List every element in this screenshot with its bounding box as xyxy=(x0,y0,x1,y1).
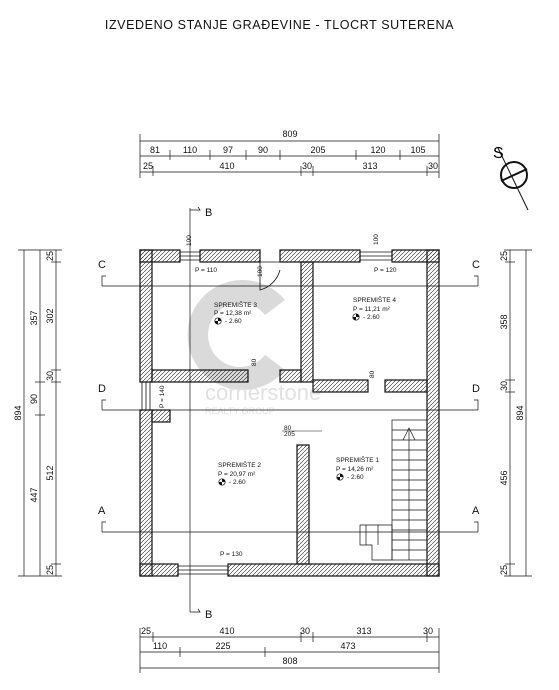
level-marker-icon xyxy=(214,317,222,325)
bottom-dim-4: 313 xyxy=(356,626,371,636)
bottom-dim-2: 410 xyxy=(219,626,234,636)
left-dim-outer-2: 90 xyxy=(29,394,39,404)
right-dim-inner-4: 456 xyxy=(499,470,509,485)
top-dim-6: 120 xyxy=(370,145,385,155)
left-dim-inner-2: 302 xyxy=(45,308,55,323)
door-swing xyxy=(259,261,281,291)
top-dim-8: 25 xyxy=(143,161,153,171)
room-level: - 2.60 xyxy=(229,479,246,486)
top-dim-11: 313 xyxy=(362,161,377,171)
section-label-d-right: D xyxy=(472,383,480,395)
bottom-dim-6: 110 xyxy=(153,641,167,651)
watermark: cornerstone REALTY GROUP xyxy=(187,280,321,416)
window-label-4: P = 130 xyxy=(220,551,243,558)
top-dim-12: 30 xyxy=(428,161,438,171)
left-dim-outer-3: 447 xyxy=(29,487,39,502)
top-dim-7: 105 xyxy=(410,145,425,155)
window-label-3: P = 140 xyxy=(159,385,166,408)
bottom-dim-5: 30 xyxy=(423,626,433,636)
room-name: SPREMIŠTE 3 xyxy=(214,300,257,309)
bottom-dim-total: 808 xyxy=(282,656,297,666)
right-dim-inner-1: 25 xyxy=(499,251,509,261)
door-dim-mid2: 205 xyxy=(284,431,295,438)
north-arrow-icon: S xyxy=(493,145,529,211)
door-dim-top: 100 xyxy=(257,266,264,277)
right-dimensions xyxy=(504,249,532,577)
room-name: SPREMIŠTE 2 xyxy=(218,460,261,469)
left-dim-inner-3: 30 xyxy=(45,371,55,381)
top-dim-5: 205 xyxy=(310,145,325,155)
bottom-dim-7: 225 xyxy=(215,641,230,651)
compass-letter: S xyxy=(493,145,504,162)
room-name: SPREMIŠTE 1 xyxy=(336,455,379,464)
top-dim-10: 30 xyxy=(302,161,312,171)
level-marker-icon xyxy=(218,478,226,486)
right-dim-inner-5: 25 xyxy=(499,565,509,575)
top-dim-3: 97 xyxy=(223,145,233,155)
section-label-b-bottom: B xyxy=(205,609,212,621)
top-dim-4: 90 xyxy=(258,145,268,155)
door-dim-mid: 80 xyxy=(284,425,292,432)
room-area: P = 20,97 m² xyxy=(218,471,256,478)
plan-title: IZVEDENO STANJE GRAĐEVINE - TLOCRT SUTER… xyxy=(104,18,455,32)
bottom-dim-3: 30 xyxy=(300,626,310,636)
door-dim-1: 80 xyxy=(251,358,258,366)
left-dim-inner-5: 25 xyxy=(45,565,55,575)
right-dim-inner-3: 30 xyxy=(499,381,509,391)
left-dim-total: 894 xyxy=(13,405,23,420)
room-area: P = 11,21 m² xyxy=(353,306,391,313)
room-area: P = 14,26 m² xyxy=(336,466,374,473)
section-lines xyxy=(101,206,479,613)
top-dim-1: 81 xyxy=(150,145,160,155)
section-label-d-left: D xyxy=(98,383,106,395)
room-spremiste-1: SPREMIŠTE 1 P = 14,26 m² - 2.60 xyxy=(336,455,379,481)
bottom-dim-1: 25 xyxy=(141,626,151,636)
level-marker-icon xyxy=(336,473,344,481)
section-label-c-right: C xyxy=(472,259,480,271)
section-label-a-right: A xyxy=(472,505,480,517)
top-dim-2: 110 xyxy=(183,145,197,155)
room-level: - 2.60 xyxy=(347,474,364,481)
room-level: - 2.60 xyxy=(363,314,380,321)
left-dim-inner-1: 25 xyxy=(45,251,55,261)
door-dim-2: 80 xyxy=(369,370,376,378)
window-label-2: P = 120 xyxy=(374,267,397,274)
watermark-brand: cornerstone xyxy=(205,380,321,405)
watermark-tagline: REALTY GROUP xyxy=(205,406,275,416)
right-dim-total: 894 xyxy=(515,405,525,420)
room-spremiste-3: SPREMIŠTE 3 P = 12,38 m² - 2.60 xyxy=(214,300,257,325)
room-spremiste-2: SPREMIŠTE 2 P = 20,97 m² - 2.60 xyxy=(218,460,261,486)
room-name: SPREMIŠTE 4 xyxy=(353,295,396,304)
window-label-1: P = 110 xyxy=(195,267,217,274)
bottom-dimensions xyxy=(139,628,440,673)
room-level: - 2.60 xyxy=(225,318,242,325)
top-dimensions xyxy=(139,134,440,178)
level-marker-icon xyxy=(352,313,360,321)
stairs xyxy=(359,419,428,561)
room-spremiste-4: SPREMIŠTE 4 P = 11,21 m² - 2.60 xyxy=(352,295,396,321)
section-label-c-left: C xyxy=(98,259,106,271)
room-area: P = 12,38 m² xyxy=(214,310,252,317)
top-dim-9: 410 xyxy=(219,161,234,171)
left-dim-outer-1: 357 xyxy=(29,310,39,325)
section-label-a-left: A xyxy=(98,505,106,517)
right-dim-inner-2: 358 xyxy=(499,314,509,329)
left-dim-inner-4: 512 xyxy=(45,465,55,480)
bottom-dim-8: 473 xyxy=(340,641,355,651)
top-dim-total: 809 xyxy=(282,129,297,139)
window-dim-2: 100 xyxy=(373,234,380,245)
left-dimensions xyxy=(18,249,62,577)
window-dim-1: 100 xyxy=(186,235,193,246)
section-label-b-top: B xyxy=(205,207,212,219)
